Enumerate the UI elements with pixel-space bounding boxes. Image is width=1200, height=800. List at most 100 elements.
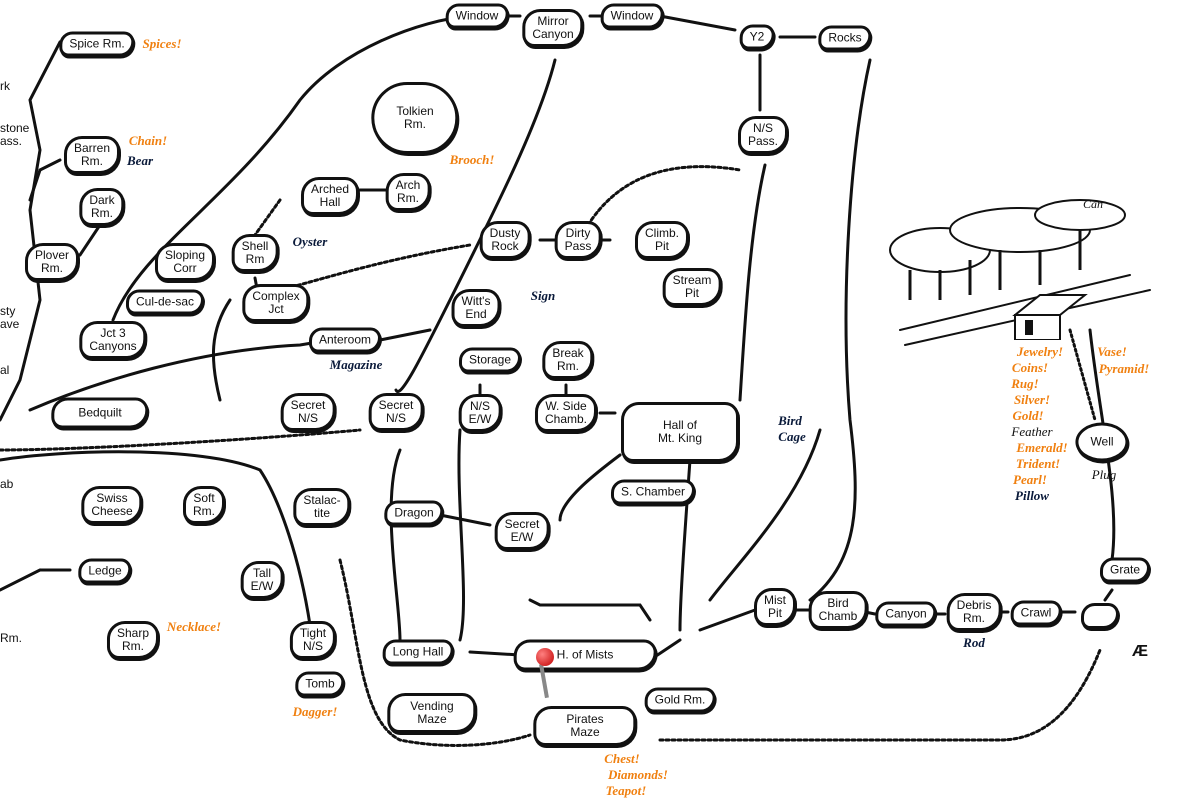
room-label: Vending: [410, 699, 454, 713]
room-y2[interactable]: Y2: [739, 24, 775, 50]
room-anteroom[interactable]: Anteroom: [308, 327, 382, 353]
room-label: Canyon: [885, 606, 927, 621]
map-pin-icon[interactable]: [536, 648, 554, 666]
room-label: Tight: [299, 626, 327, 640]
object-label: Oyster: [292, 234, 328, 249]
room-schamber[interactable]: S. Chamber: [610, 479, 696, 505]
room-label: Rock: [491, 239, 519, 253]
room-label: Sloping: [164, 248, 206, 262]
room-label: Rm.: [193, 504, 215, 518]
room-spice[interactable]: Spice Rm.: [59, 31, 135, 57]
room-grate[interactable]: Grate: [1099, 557, 1151, 583]
room-dragon[interactable]: Dragon: [384, 500, 444, 526]
room-label: ass.: [0, 134, 23, 148]
object-label: Can: [1082, 197, 1104, 211]
room-label: Dusty: [489, 226, 521, 240]
treasure-label: Coins!: [1011, 360, 1049, 375]
room-bedquilt[interactable]: Bedquilt: [51, 397, 149, 429]
room-outside-grate[interactable]: [1081, 603, 1119, 629]
room-window-1[interactable]: Window: [445, 3, 509, 29]
room-window-2[interactable]: Window: [600, 3, 664, 29]
room-tomb[interactable]: Tomb: [295, 671, 345, 697]
partial-label: Rm.: [0, 631, 22, 645]
room-label: Complex: [252, 289, 300, 303]
room-label: Anteroom: [318, 332, 372, 347]
room-label: Dragon: [394, 505, 434, 520]
treasure-label: Pearl!: [1013, 472, 1047, 487]
object-label: Sign: [530, 288, 556, 303]
room-label: Rm.: [122, 639, 144, 653]
room-hmists[interactable]: H. of Mists: [513, 639, 657, 671]
room-longhall[interactable]: Long Hall: [382, 639, 454, 665]
treasure-label: Pyramid!: [1098, 361, 1150, 376]
room-label: Cheese: [91, 504, 133, 518]
room-stalactite[interactable]: Stalac-tite: [293, 488, 351, 526]
partial-label: ab: [0, 477, 14, 491]
room-label: Shell: [241, 239, 269, 253]
room-label: Corr: [173, 261, 197, 275]
room-storage[interactable]: Storage: [458, 347, 522, 373]
room-label: Hall: [319, 195, 341, 209]
room-label: Mirror: [537, 14, 569, 28]
room-canyon[interactable]: Canyon: [875, 601, 937, 627]
room-label: End: [465, 307, 487, 321]
room-climb[interactable]: Climb.Pit: [634, 221, 690, 259]
room-label: Pit: [684, 286, 699, 300]
room-label: Stream: [672, 273, 712, 287]
room-goldrm[interactable]: Gold Rm.: [644, 687, 716, 713]
room-label: Dirty: [565, 226, 591, 240]
room-well[interactable]: Well: [1075, 422, 1129, 462]
treasure-label: Chain!: [128, 133, 168, 148]
room-label: Rm.: [91, 206, 113, 220]
room-label: Storage: [468, 352, 512, 367]
room-ledge[interactable]: Ledge: [78, 558, 132, 584]
object-label: Magazine: [329, 357, 383, 372]
room-culdesac[interactable]: Cul-de-sac: [125, 289, 205, 315]
room-label: Maze: [417, 712, 447, 726]
room-label: Soft: [193, 491, 215, 505]
room-label: Bedquilt: [78, 405, 122, 420]
room-label: Swiss: [96, 491, 128, 505]
room-label: Secret: [504, 517, 540, 531]
room-label: Rm.: [403, 117, 426, 131]
room-label: S. Chamber: [620, 484, 686, 499]
room-label: E/W: [468, 412, 492, 426]
room-label: Hall of: [662, 418, 698, 432]
room-crawl[interactable]: Crawl: [1010, 600, 1062, 626]
room-label: Crawl: [1020, 605, 1052, 620]
room-rocks[interactable]: Rocks: [818, 25, 872, 51]
